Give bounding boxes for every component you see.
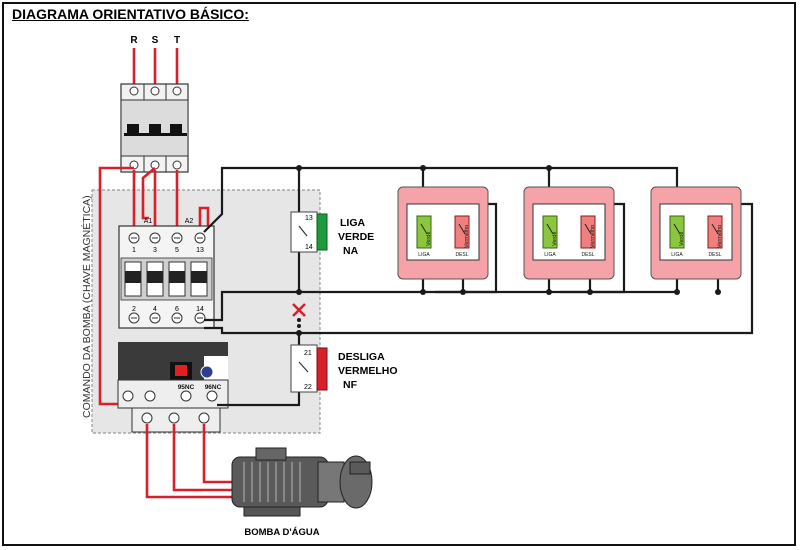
station-off-label: DESL: [581, 252, 594, 258]
motor-label: BOMBA D'ÁGUA: [244, 527, 319, 538]
water-pump-motor: [231, 447, 373, 517]
stop-terminal-22: 22: [304, 384, 312, 391]
coil-terminal-a1: A1: [144, 218, 153, 225]
overload-95nc-label: 95NC: [178, 384, 195, 391]
start-label-line2: VERDE: [338, 231, 374, 243]
station-red-label: Vermelho: [717, 225, 723, 248]
phase-r-label: R: [130, 35, 138, 46]
contactor-terminal-4: 4: [153, 306, 157, 313]
contactor-terminal-3: 3: [153, 247, 157, 254]
motor-wires: [145, 424, 232, 499]
diagram-title: DIAGRAMA ORIENTATIVO BÁSICO:: [12, 6, 249, 22]
contactor-terminal-14: 14: [196, 306, 204, 313]
start-terminal-14: 14: [305, 244, 313, 251]
station-red-label: Vermelho: [464, 225, 470, 248]
station-green-label: Verde: [426, 232, 432, 246]
phase-t-label: T: [174, 35, 180, 46]
break-mark-icon: [292, 303, 306, 317]
power-wires: [98, 166, 210, 406]
overload-relay: [117, 342, 229, 433]
panel-label: COMANDO DA BOMBA (CHAVE MAGNÉTICA): [80, 195, 93, 418]
stop-label-line3: NF: [343, 379, 358, 391]
station-on-label: LIGA: [544, 252, 556, 258]
station-green-label: Verde: [679, 232, 685, 246]
contactor: [118, 225, 215, 329]
station-green-label: Verde: [552, 232, 558, 246]
contactor-terminal-1: 1: [132, 247, 136, 254]
contactor-terminal-5: 5: [175, 247, 179, 254]
contactor-terminal-13: 13: [196, 247, 204, 254]
station-on-label: LIGA: [418, 252, 430, 258]
stop-button: [290, 344, 328, 393]
station-off-label: DESL: [455, 252, 468, 258]
station-off-label: DESL: [708, 252, 721, 258]
circuit-breaker: [120, 83, 189, 173]
start-label-line1: LIGA: [340, 217, 365, 229]
contactor-terminal-2: 2: [132, 306, 136, 313]
stop-label-line2: VERMELHO: [338, 365, 398, 377]
overload-96nc-label: 96NC: [205, 384, 222, 391]
start-button: [290, 211, 328, 253]
start-terminal-13: 13: [305, 215, 313, 222]
junction-dots: [296, 165, 721, 336]
stop-label-line1: DESLIGA: [338, 351, 385, 363]
contactor-terminal-6: 6: [175, 306, 179, 313]
station-red-label: Vermelho: [590, 225, 596, 248]
start-label-line3: NA: [343, 245, 359, 257]
coil-terminal-a2: A2: [185, 218, 194, 225]
stop-terminal-21: 21: [304, 350, 312, 357]
station-on-label: LIGA: [671, 252, 683, 258]
phase-s-label: S: [152, 35, 159, 46]
